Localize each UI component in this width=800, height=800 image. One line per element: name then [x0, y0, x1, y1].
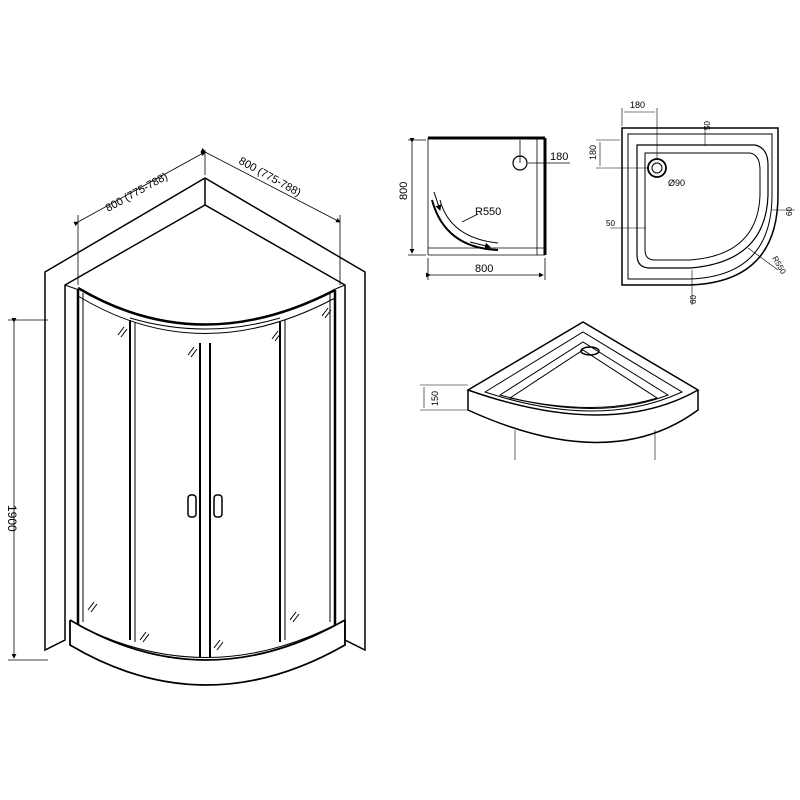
- plan-view: R550 180 800 800: [398, 136, 570, 280]
- plan-width-label: 800: [475, 263, 493, 275]
- tray-rim-left-label: 50: [606, 219, 615, 228]
- door-handle-right: [213, 494, 223, 518]
- tray-rim-top-label: 50: [703, 121, 712, 130]
- dim-label-width-left: 800 (775-788): [104, 171, 170, 215]
- back-walls: [44, 177, 366, 652]
- tray-rim-bottom-label: 60: [689, 295, 698, 304]
- plan-depth-label: 800: [398, 182, 410, 200]
- plan-drain-label: 180: [550, 151, 568, 163]
- dim-label-width-right: 800 (775-788): [237, 155, 303, 199]
- plan-curve: [431, 199, 499, 251]
- tray-offset-top-label: 180: [630, 100, 645, 110]
- plan-radius-label: R550: [475, 206, 501, 218]
- tray-drain-label: Ø90: [668, 178, 685, 188]
- dim-width-left: 800 (775-788): [73, 150, 206, 285]
- dim-height: 1900: [5, 318, 48, 661]
- glass-panels: [76, 290, 337, 658]
- top-rail: [77, 286, 336, 326]
- door-handle-left: [187, 494, 197, 518]
- tray-iso-drain: [580, 346, 600, 356]
- tray-radius-label: R550: [770, 255, 788, 277]
- enclosure-view: 800 (775-788) 800 (775-788) 1900: [5, 148, 366, 686]
- tray-height-label: 150: [430, 391, 440, 406]
- tray-rim-right-label: 60: [785, 207, 794, 216]
- tray-iso-view: 150: [420, 321, 700, 460]
- tray-offset-left-label: 180: [588, 145, 598, 160]
- tray-top-view: Ø90 180 180 50 50 60 60 R550: [588, 100, 795, 305]
- tray-drain: [647, 158, 667, 178]
- dim-label-height: 1900: [5, 505, 19, 532]
- tray-edge: [69, 619, 346, 661]
